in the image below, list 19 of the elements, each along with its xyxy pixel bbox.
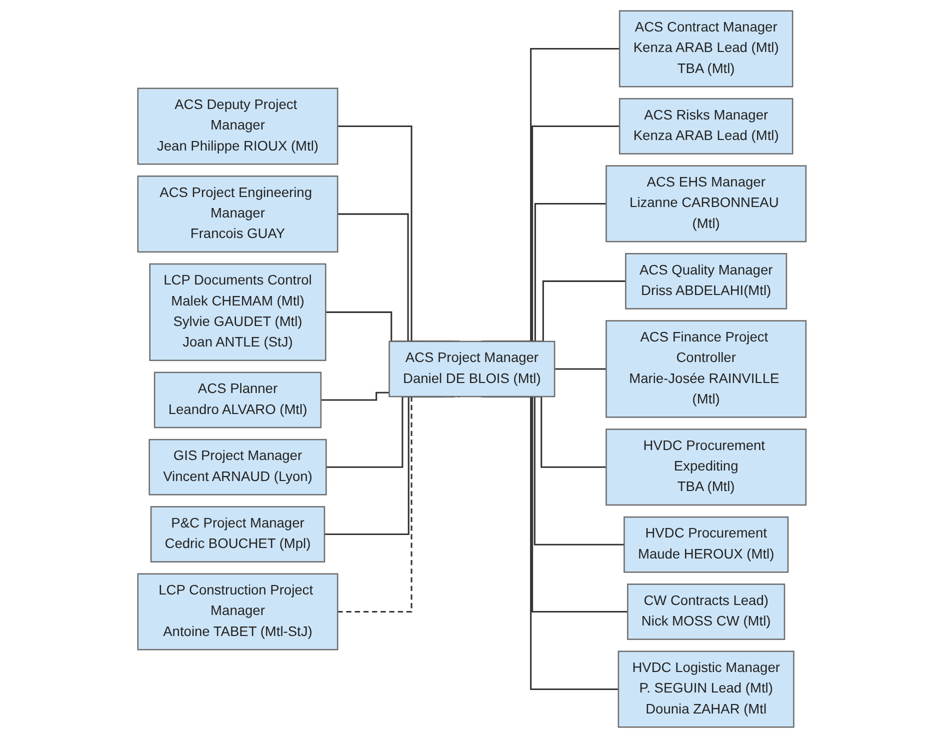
node-box: HVDC Procurement Expediting TBA (Mtl) — [605, 428, 806, 506]
node-box: ACS Deputy Project Manager Jean Philippe RIOUX (Mtl) — [136, 88, 338, 165]
node-box: P&C Project Manager Cedric BOUCHET (Mpl) — [150, 506, 325, 562]
node-box: ACS Planner Leandro ALVARO (Mtl) — [154, 372, 322, 428]
connector — [320, 392, 389, 401]
node-box: ACS Contract Manager Kenza ARAB Lead (Mtl) TBA (Mtl) — [618, 10, 793, 88]
node-box: ACS Quality Manager Driss ABDELAHI(Mtl) — [624, 253, 787, 310]
connector — [554, 368, 606, 370]
node-box: CW Contracts Lead) Nick MOSS CW (Mtl) — [626, 584, 785, 640]
node-box: HVDC Logistic Manager P. SEGUIN Lead (Mtl) Dounia ZAHAR (Mtl — [617, 650, 794, 728]
node-box: GIS Project Manager Vincent ARNAUD (Lyon) — [148, 438, 326, 496]
node-box: ACS EHS Manager Lizanne CARBONNEAU (Mtl) — [605, 165, 806, 242]
node-box: ACS Finance Project Controller Marie-Josée RAINVILLE (Mtl) — [605, 320, 806, 418]
node-box: ACS Project Engineering Manager Francois GUAY — [136, 176, 338, 253]
node-box: HVDC Procurement Maude HEROUX (Mtl) — [623, 516, 788, 573]
node-box: ACS Project Manager Daniel DE BLOIS (Mtl) — [388, 340, 555, 398]
node-box: LCP Documents Control Malek CHEMAM (Mtl) Sylvie GAUDET (Mtl) Joan ANTLE (StJ) — [148, 263, 326, 362]
node-box: ACS Risks Manager Kenza ARAB Lead (Mtl) — [618, 98, 793, 154]
node-box: LCP Construction Project Manager Antoine TABET (Mtl-StJ) — [136, 573, 338, 650]
